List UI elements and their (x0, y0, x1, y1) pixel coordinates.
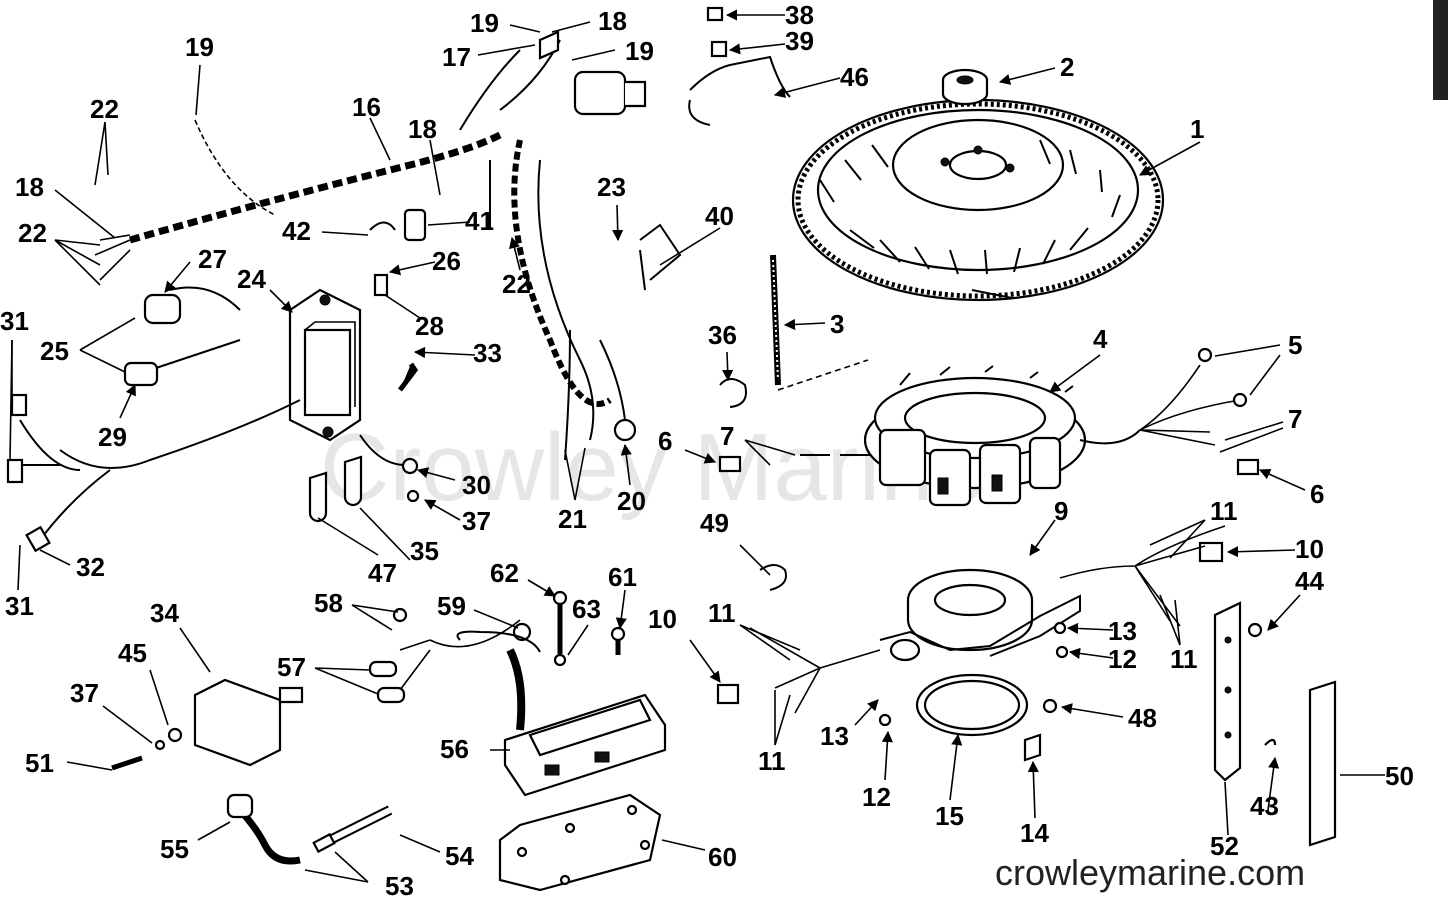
callout-57: 57 (277, 652, 306, 682)
callout-19-top: 19 (470, 8, 499, 38)
flywheel-nut (941, 68, 989, 106)
callout-18-top: 18 (598, 6, 627, 36)
callout-22-top: 22 (90, 94, 119, 124)
retaining-ring (915, 673, 1029, 737)
coil-leads (368, 347, 1248, 731)
callout-51: 51 (25, 748, 54, 778)
callout-10-left: 10 (648, 604, 677, 634)
spark-plug-leads (226, 793, 393, 865)
timer-base-coil (879, 568, 1081, 662)
callout-2: 2 (1060, 52, 1074, 82)
callout-labels: 1 2 3 4 5 5 6 6 7 7 7 9 10 10 11 11 11 1… (0, 0, 1414, 901)
callout-36: 36 (708, 320, 737, 350)
callout-22-mid: 22 (502, 269, 531, 299)
callout-44: 44 (1295, 566, 1324, 596)
callout-39: 39 (785, 26, 814, 56)
callout-31-top: 31 (0, 306, 29, 336)
callout-18-mid: 18 (408, 114, 437, 144)
callout-43: 43 (1250, 791, 1279, 821)
ignition-coil (193, 678, 304, 767)
callout-11-right: 11 (1170, 644, 1198, 674)
callout-19-right: 19 (625, 36, 654, 66)
callout-42: 42 (282, 216, 311, 246)
control-module (503, 693, 667, 797)
callout-26: 26 (432, 246, 461, 276)
callout-41: 41 (465, 206, 494, 236)
callout-40: 40 (705, 201, 734, 231)
callout-6-left: 6 (658, 426, 672, 456)
callout-52: 52 (1210, 831, 1239, 861)
callout-22-left: 22 (18, 218, 47, 248)
power-pack (288, 288, 362, 442)
callout-33: 33 (473, 338, 502, 368)
callout-24: 24 (237, 264, 266, 294)
callout-56: 56 (440, 734, 469, 764)
callout-19-left: 19 (185, 32, 214, 62)
callout-46: 46 (840, 62, 869, 92)
callout-21: 21 (558, 504, 587, 534)
callout-7-right: 7 (1288, 404, 1302, 434)
callout-1: 1 (1190, 114, 1204, 144)
callout-9: 9 (1054, 496, 1068, 526)
callout-59: 59 (437, 591, 466, 621)
callout-45: 45 (118, 638, 147, 668)
stator (800, 365, 1141, 507)
callout-5: 5 (1288, 330, 1302, 360)
wire-harness (6, 30, 647, 553)
callout-14: 14 (1020, 818, 1049, 848)
callout-60: 60 (708, 842, 737, 872)
stator-bolt (770, 254, 869, 391)
callout-13-left: 13 (820, 721, 849, 751)
callout-12-bottom: 12 (862, 782, 891, 812)
callout-37-left: 37 (70, 678, 99, 708)
callout-6-right: 6 (1310, 479, 1324, 509)
callout-18-left: 18 (15, 172, 44, 202)
callout-35: 35 (410, 536, 439, 566)
callout-55: 55 (160, 834, 189, 864)
callout-25: 25 (40, 336, 69, 366)
callout-28: 28 (415, 311, 444, 341)
callout-11-bottom: 11 (758, 746, 786, 776)
callout-12-right: 12 (1108, 644, 1137, 674)
callout-34: 34 (150, 598, 179, 628)
callout-11-left: 11 (708, 598, 736, 628)
callout-13-right: 13 (1108, 616, 1137, 646)
callout-7-left: 7 (720, 421, 734, 451)
callout-32: 32 (76, 552, 105, 582)
site-url: crowleymarine.com (995, 852, 1305, 893)
callout-58: 58 (314, 588, 343, 618)
corner-bar (1433, 0, 1448, 100)
callout-11-top: 11 (1210, 496, 1238, 526)
callout-63: 63 (572, 594, 601, 624)
callout-47: 47 (368, 558, 397, 588)
callout-15: 15 (935, 801, 964, 831)
callout-16: 16 (352, 92, 381, 122)
callout-38: 38 (785, 0, 814, 30)
callout-53: 53 (385, 871, 414, 901)
callout-48: 48 (1128, 703, 1157, 733)
callout-10-right: 10 (1295, 534, 1324, 564)
gasket (498, 793, 662, 892)
callout-49: 49 (700, 508, 729, 538)
leader-lines (9, 9, 1385, 883)
callout-20: 20 (617, 486, 646, 516)
callout-29: 29 (98, 422, 127, 452)
bracket-and-strip (1213, 601, 1337, 847)
flywheel (791, 98, 1165, 302)
callout-61: 61 (608, 562, 637, 592)
callout-31-bottom: 31 (5, 591, 34, 621)
callout-54: 54 (445, 841, 474, 871)
callout-62: 62 (490, 558, 519, 588)
callout-17: 17 (442, 42, 471, 72)
callout-50: 50 (1385, 761, 1414, 791)
callout-4: 4 (1093, 324, 1108, 354)
callout-37-right: 37 (462, 506, 491, 536)
callout-23: 23 (597, 172, 626, 202)
callout-27: 27 (198, 244, 227, 274)
callout-3: 3 (830, 309, 844, 339)
callout-30: 30 (462, 470, 491, 500)
